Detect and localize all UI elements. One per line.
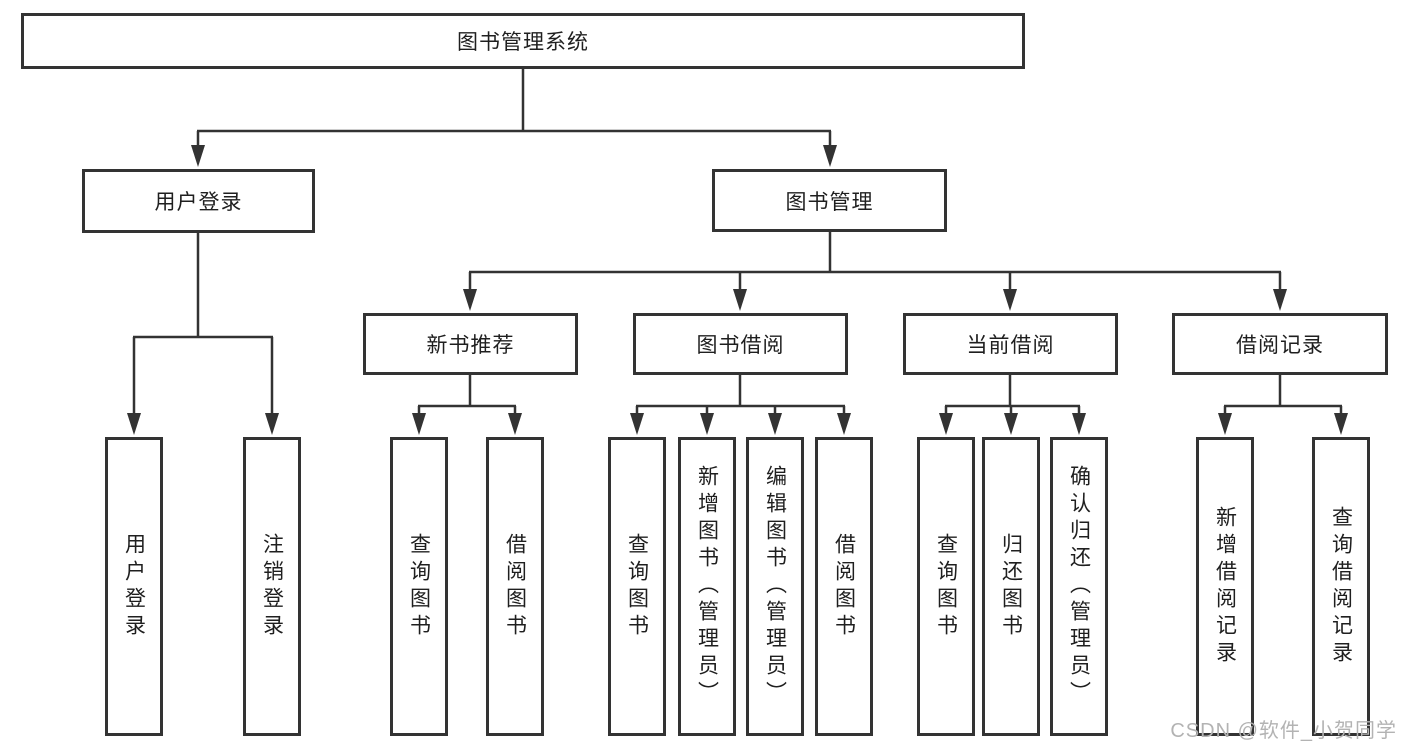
- node-new-book-recommendation-label: 新书推荐: [426, 334, 515, 357]
- leaf-query-borrow-record: 查询借阅记录: [1312, 437, 1370, 736]
- leaf-query-books-borrow-label: 查询图书: [625, 532, 649, 641]
- node-book-management-label: 图书管理: [785, 190, 874, 214]
- leaf-borrow-books: 借阅图书: [815, 437, 873, 736]
- leaf-add-book-admin-label: 新增图书（管理员）: [695, 465, 719, 708]
- leaf-add-book-admin: 新增图书（管理员）: [678, 437, 736, 736]
- node-root: 图书管理系统: [21, 13, 1025, 69]
- leaf-logout-label: 注销登录: [260, 532, 284, 641]
- leaf-add-borrow-record: 新增借阅记录: [1196, 437, 1254, 736]
- leaf-query-books-recommend-label: 查询图书: [407, 532, 431, 641]
- leaf-user-login-label: 用户登录: [122, 532, 146, 641]
- node-user-login-label: 用户登录: [154, 191, 243, 214]
- leaf-borrow-books-label: 借阅图书: [832, 532, 856, 641]
- watermark: CSDN @软件_小贺同学: [1170, 720, 1397, 742]
- node-current-borrowing-label: 当前借阅: [966, 334, 1055, 357]
- node-user-login: 用户登录: [82, 169, 315, 233]
- leaf-edit-book-admin-label: 编辑图书（管理员）: [763, 465, 787, 708]
- leaf-return-books-label: 归还图书: [999, 532, 1023, 641]
- leaf-edit-book-admin: 编辑图书（管理员）: [746, 437, 804, 736]
- leaf-return-books: 归还图书: [982, 437, 1040, 736]
- node-root-label: 图书管理系统: [457, 31, 589, 54]
- leaf-confirm-return-admin-label: 确认归还（管理员）: [1067, 465, 1091, 708]
- node-borrowing-records-label: 借阅记录: [1236, 334, 1324, 357]
- leaf-borrow-books-recommend-label: 借阅图书: [503, 532, 527, 641]
- node-book-management: 图书管理: [712, 169, 947, 232]
- leaf-borrow-books-recommend: 借阅图书: [486, 437, 544, 736]
- leaf-add-borrow-record-label: 新增借阅记录: [1213, 505, 1237, 668]
- node-borrowing-records: 借阅记录: [1172, 313, 1388, 375]
- leaf-query-borrow-record-label: 查询借阅记录: [1329, 505, 1353, 668]
- leaf-query-books-borrow: 查询图书: [608, 437, 666, 736]
- node-book-borrowing: 图书借阅: [633, 313, 848, 375]
- leaf-query-books-current-label: 查询图书: [934, 532, 958, 641]
- node-current-borrowing: 当前借阅: [903, 313, 1118, 375]
- leaf-user-login: 用户登录: [105, 437, 163, 736]
- leaf-confirm-return-admin: 确认归还（管理员）: [1050, 437, 1108, 736]
- node-new-book-recommendation: 新书推荐: [363, 313, 578, 375]
- leaf-query-books-recommend: 查询图书: [390, 437, 448, 736]
- leaf-query-books-current: 查询图书: [917, 437, 975, 736]
- leaf-logout: 注销登录: [243, 437, 301, 736]
- node-book-borrowing-label: 图书借阅: [696, 334, 785, 357]
